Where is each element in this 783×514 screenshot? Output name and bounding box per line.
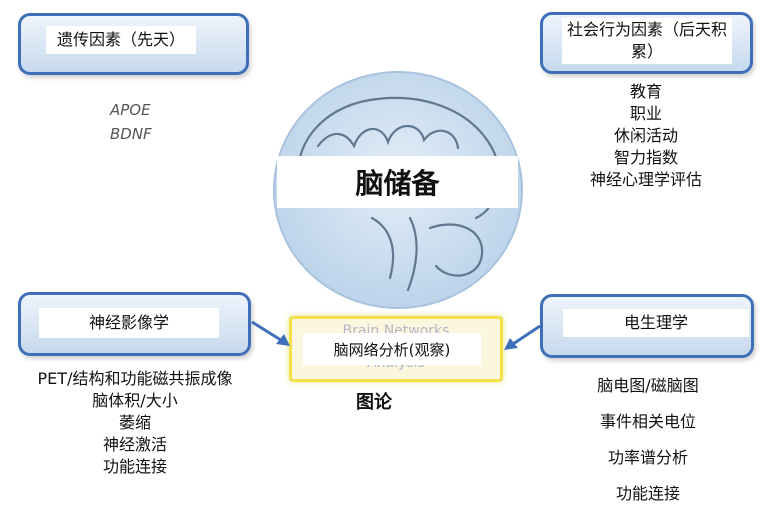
network-analysis-label: 脑网络分析(观察)	[303, 333, 481, 365]
list-item: 教育	[629, 82, 662, 101]
list-item: 萎缩	[118, 413, 151, 432]
list-item: 事件相关电位	[599, 412, 696, 431]
list-item: 功率谱分析	[607, 448, 688, 467]
arrow-right-to-network	[504, 324, 541, 350]
genetic-factors-title: 遗传因素（先天）	[46, 26, 196, 54]
genetic-factors-list: APOE BDNF	[110, 98, 152, 146]
list-item: 功能连接	[102, 457, 167, 476]
list-item: 功能连接	[615, 484, 680, 503]
list-item: 脑体积/大小	[92, 391, 178, 410]
list-item: 神经激活	[102, 435, 167, 454]
electrophysiology-title: 电生理学	[563, 309, 749, 337]
social-factors-list: 教育 职业 休闲活动 智力指数 神经心理学评估	[560, 81, 732, 191]
list-item: 神经心理学评估	[589, 170, 702, 189]
list-item: APOE	[110, 101, 151, 119]
arrow-left-to-network	[251, 320, 290, 346]
social-factors-title: 社会行为因素（后天积累）	[562, 18, 732, 64]
graph-theory-label: 图论	[356, 392, 392, 413]
brain-reserve-title: 脑储备	[277, 156, 518, 208]
neuroimaging-list: PET/结构和功能磁共振成像 脑体积/大小 萎缩 神经激活 功能连接	[10, 368, 260, 478]
list-item: 智力指数	[613, 148, 678, 167]
list-item: BDNF	[110, 125, 152, 143]
list-item: PET/结构和功能磁共振成像	[37, 369, 233, 388]
electrophysiology-list: 脑电图/磁脑图 事件相关电位 功率谱分析 功能连接	[558, 368, 738, 512]
list-item: 脑电图/磁脑图	[597, 376, 699, 395]
list-item: 休闲活动	[613, 126, 678, 145]
list-item: 职业	[629, 104, 662, 123]
neuroimaging-title: 神经影像学	[39, 308, 219, 338]
